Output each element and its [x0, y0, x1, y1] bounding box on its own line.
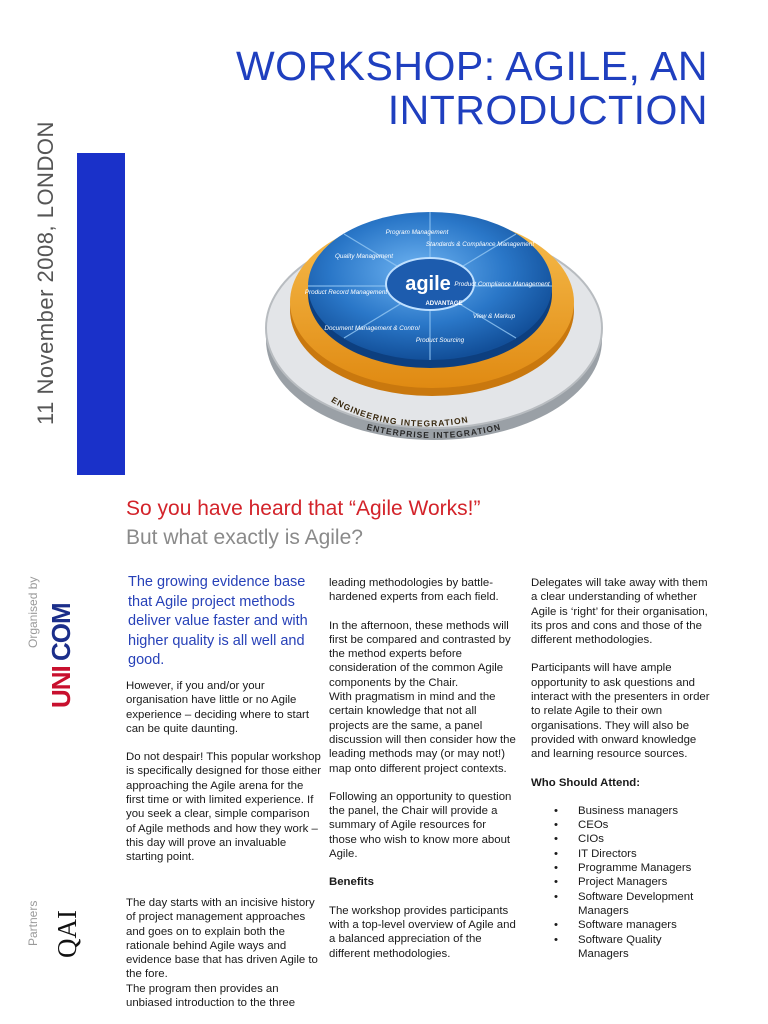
- segment-label-4: Product Sourcing: [416, 337, 465, 344]
- intro-paragraph-2: Do not despair! This popular workshop is…: [126, 751, 322, 864]
- col2-paragraph-3: Following an opportunity to question the…: [329, 790, 512, 861]
- segment-label-2: Product Compliance Management: [454, 281, 549, 288]
- agile-advantage-diagram: agile ADVANTAGE Program Management Stand…: [265, 212, 603, 440]
- list-item: IT Directors: [531, 847, 711, 862]
- column-2: leading methodologies by battle-hardened…: [329, 576, 516, 975]
- who-should-attend-heading: Who Should Attend:: [531, 776, 641, 789]
- svg-text:COM: COM: [46, 603, 76, 661]
- headline-primary: So you have heard that “Agile Works!”: [126, 497, 481, 520]
- list-item: CIOs: [531, 832, 711, 847]
- column-3: Delegates will take away with them a cle…: [531, 576, 711, 961]
- segment-label-3: View & Markup: [473, 313, 516, 320]
- organised-by-label: Organised by: [26, 576, 40, 648]
- col2-paragraph-1: leading methodologies by battle-hardened…: [329, 577, 499, 604]
- center-badge: [385, 257, 475, 311]
- page-title: WORKSHOP: AGILE, AN INTRODUCTION: [236, 44, 708, 132]
- list-item: Programme Managers: [531, 861, 711, 876]
- col3-paragraph-1: Delegates will take away with them a cle…: [531, 577, 708, 647]
- qai-logo: QAI: [52, 910, 82, 958]
- svg-text:QAI: QAI: [52, 910, 82, 958]
- col2-paragraph-2a: In the afternoon, these methods will fir…: [329, 619, 511, 689]
- advantage-text: ADVANTAGE: [425, 301, 462, 307]
- agile-brand-text: agile: [405, 273, 451, 295]
- headline-secondary: But what exactly is Agile?: [126, 526, 363, 549]
- segment-label-5: Document Management & Control: [324, 325, 420, 332]
- partners-label: Partners: [26, 900, 40, 946]
- benefits-heading: Benefits: [329, 876, 374, 889]
- column-1-continued: The day starts with an incisive history …: [126, 896, 321, 1010]
- list-item: Software Quality Managers: [531, 933, 711, 962]
- col2-paragraph-2b: With pragmatism in mind and the certain …: [329, 691, 516, 775]
- segment-label-7: Quality Management: [335, 253, 393, 260]
- list-item: CEOs: [531, 818, 711, 833]
- title-line-1: WORKSHOP: AGILE, AN: [235, 43, 708, 89]
- col2-paragraph-4: The workshop provides participants with …: [329, 904, 516, 960]
- intro-paragraph-1: However, if you and/or your organisation…: [126, 680, 309, 735]
- list-item: Software Development Managers: [531, 890, 711, 919]
- segment-label-6: Product Record Management: [305, 289, 388, 296]
- intro-paragraph-3b: The program then provides an unbiased in…: [126, 982, 296, 1010]
- svg-text:UNI: UNI: [46, 666, 76, 708]
- event-date-location: 11 November 2008, LONDON: [33, 121, 58, 425]
- col3-paragraph-2: Participants will have ample opportunity…: [531, 662, 710, 761]
- lead-paragraph: The growing evidence base that Agile pro…: [128, 574, 308, 668]
- column-1: However, if you and/or your organisation…: [126, 679, 321, 879]
- segment-label-1: Standards & Compliance Management: [426, 241, 534, 248]
- list-item: Project Managers: [531, 875, 711, 890]
- segment-label-0: Program Management: [386, 229, 449, 236]
- list-item: Business managers: [531, 804, 711, 819]
- title-line-2: INTRODUCTION: [387, 87, 708, 133]
- unicom-logo: UNI COM: [46, 603, 76, 708]
- list-item: Software managers: [531, 918, 711, 933]
- attendee-list: Business managers CEOs CIOs IT Directors…: [531, 804, 711, 961]
- intro-paragraph-3a: The day starts with an incisive history …: [126, 897, 318, 981]
- accent-bar: [77, 153, 125, 475]
